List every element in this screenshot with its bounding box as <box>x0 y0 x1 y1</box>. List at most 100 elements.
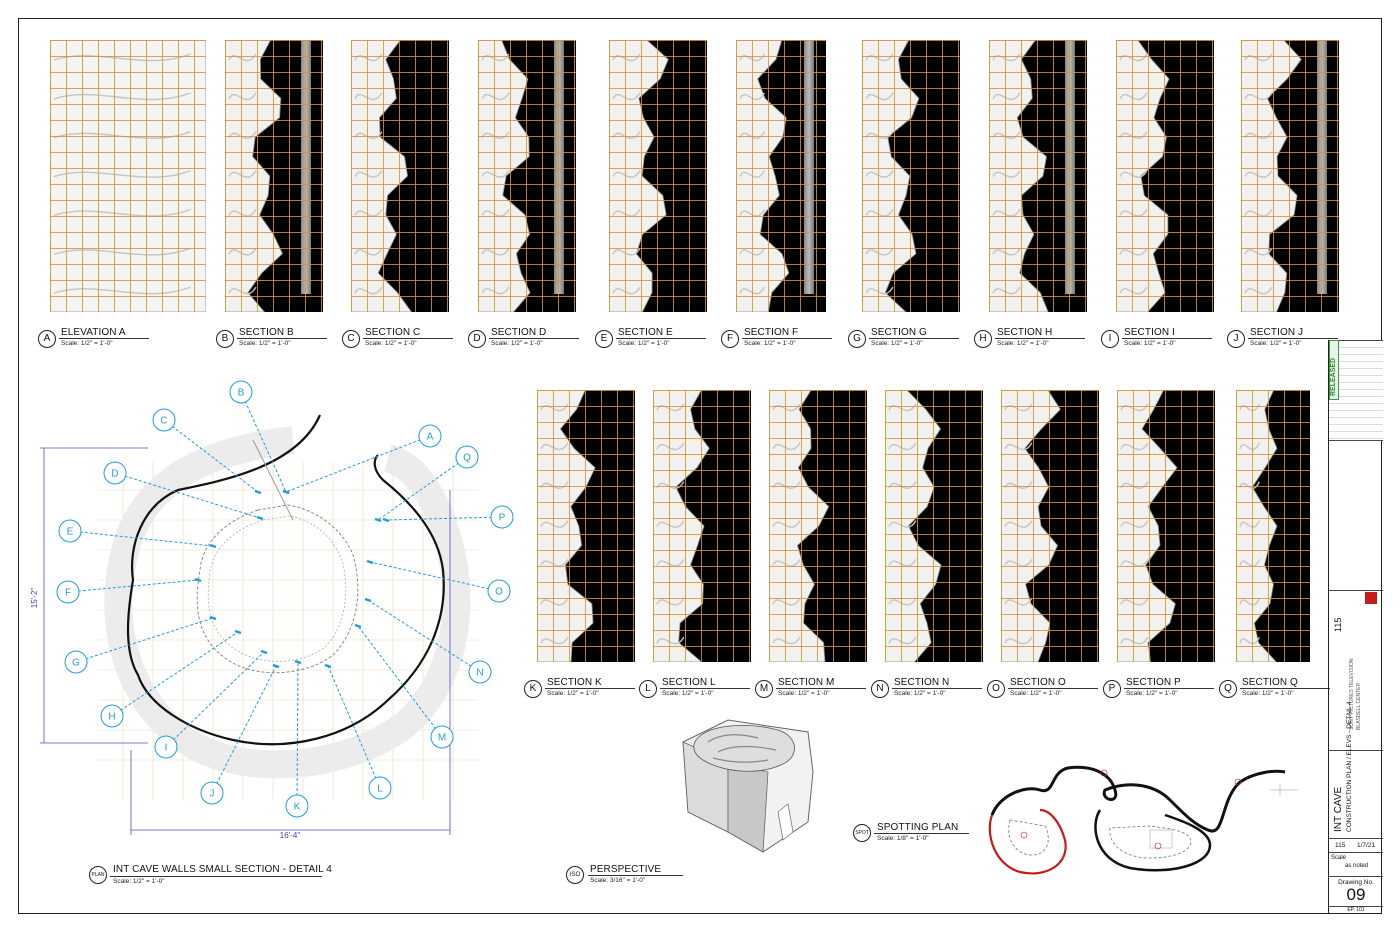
section-title: SECTION B <box>239 327 294 338</box>
section-title-underline <box>742 338 832 339</box>
rock-surface <box>537 390 596 662</box>
section-title-underline <box>1122 338 1212 339</box>
section-title: SECTION L <box>662 677 716 688</box>
section-bubble: M <box>755 680 773 698</box>
section-title: SECTION H <box>997 327 1053 338</box>
section-title: SECTION E <box>618 327 673 338</box>
section-bubble: K <box>524 680 542 698</box>
section-title-underline <box>1240 688 1330 689</box>
section-title: SECTION K <box>547 677 602 688</box>
section-marker-label: C <box>160 416 167 427</box>
section-cut-line <box>369 561 500 592</box>
inner-floor-line-2 <box>207 515 347 662</box>
section-scale: Scale: 1/2" = 1'-0" <box>61 340 113 347</box>
tb-status-text: RELEASED <box>1330 357 1337 396</box>
section-title-underline <box>489 338 579 339</box>
tb-stage-date: 115 1/7/21 <box>1329 838 1383 852</box>
rock-surface <box>351 40 412 312</box>
section-marker-label: H <box>108 712 115 723</box>
section-marker-arrow <box>160 429 177 431</box>
section-panel <box>989 40 1087 312</box>
section-title: SECTION M <box>778 677 835 688</box>
section-cut-tick <box>254 489 262 495</box>
tb-studio <box>1329 590 1383 750</box>
rock-surface <box>653 390 710 662</box>
tb-red-logo <box>1365 592 1377 604</box>
section-cut-line <box>69 530 214 547</box>
section-title: SECTION C <box>365 327 421 338</box>
section-title-underline <box>1124 688 1214 689</box>
section-cut-line <box>240 391 287 493</box>
section-scale: Scale: 1/2" = 1'-0" <box>744 340 796 347</box>
section-marker-circle <box>64 650 88 674</box>
section-marker-arrow <box>82 657 92 671</box>
tb-drawing-no-value: 09 <box>1346 885 1366 904</box>
tb-drawing-no-label: Drawing No. <box>1338 879 1374 886</box>
section-marker-circle <box>285 794 309 818</box>
section-marker-label: A <box>427 432 434 443</box>
spot-tag: SPOT <box>853 824 871 842</box>
tb-notes <box>1329 440 1383 590</box>
rock-surface <box>885 390 942 662</box>
section-bubble: L <box>639 680 657 698</box>
section-scale: Scale: 1/2" = 1'-0" <box>1126 690 1178 697</box>
tb-date: 1/7/21 <box>1357 842 1376 849</box>
section-marker-label: F <box>65 588 71 599</box>
section-title: SECTION F <box>744 327 799 338</box>
section-panel <box>1116 40 1214 312</box>
section-marker-arrow <box>432 724 448 728</box>
rock-surface <box>769 390 830 662</box>
section-cut-tick <box>382 517 390 523</box>
dimension-lines <box>40 447 451 835</box>
wall-thickness-band <box>104 426 471 779</box>
section-marker-label: L <box>377 784 383 795</box>
section-bubble: C <box>342 330 360 348</box>
section-scale: Scale: 1/2" = 1'-0" <box>1010 690 1062 697</box>
section-marker-circle <box>468 660 492 684</box>
section-title-underline <box>59 338 149 339</box>
section-panel <box>537 390 635 662</box>
section-marker-label: G <box>72 658 80 669</box>
section-cut-line <box>67 579 199 593</box>
section-scale: Scale: 1/2" = 1'-0" <box>662 690 714 697</box>
plan-dim-vertical: 15'-2" <box>30 588 39 609</box>
concrete-backing <box>1317 40 1327 294</box>
perspective-scale: Scale: 3/16" = 1'-0" <box>590 877 646 884</box>
section-panel <box>1001 390 1099 662</box>
section-marker-circle <box>490 505 514 529</box>
section-marker-label: E <box>67 527 74 538</box>
section-panel <box>736 40 826 312</box>
section-marker-circle <box>418 424 442 448</box>
concrete-backing <box>554 40 564 294</box>
section-marker-arrow <box>121 707 126 723</box>
section-title-underline <box>1248 338 1338 339</box>
section-marker-label: M <box>438 733 446 744</box>
section-bubble: F <box>721 330 739 348</box>
title-block: RELEASED SONY PICTURES TELEVISION BLASDE… <box>1328 340 1383 914</box>
section-cut-line <box>114 472 261 519</box>
section-bubble: H <box>974 330 992 348</box>
section-cut-tick <box>234 629 242 635</box>
tb-scale-label: Scale <box>1331 855 1347 861</box>
section-title: SECTION I <box>1124 327 1175 338</box>
tb-sheet-title: CONSTRUCTION PLAN / ELEVS - DETAIL 4 <box>1346 701 1353 832</box>
plan-scale: Scale: 1/2" = 1'-0" <box>113 878 165 885</box>
section-title: SECTION D <box>491 327 547 338</box>
section-cut-tick <box>364 597 372 603</box>
section-cut-line <box>285 435 431 493</box>
section-title-underline <box>892 688 982 689</box>
section-cut-tick <box>374 517 382 523</box>
section-cut-line <box>75 617 214 663</box>
section-title-underline <box>545 688 635 689</box>
section-cut-tick <box>282 489 290 495</box>
sheet-border <box>18 18 1382 914</box>
section-bubble: E <box>595 330 613 348</box>
section-panel <box>1236 390 1310 662</box>
perspective-iso-drawing <box>682 719 814 853</box>
section-panel <box>609 40 707 312</box>
section-panel <box>478 40 576 312</box>
section-scale: Scale: 1/2" = 1'-0" <box>239 340 291 347</box>
section-scale: Scale: 1/2" = 1'-0" <box>365 340 417 347</box>
section-panel <box>885 390 983 662</box>
